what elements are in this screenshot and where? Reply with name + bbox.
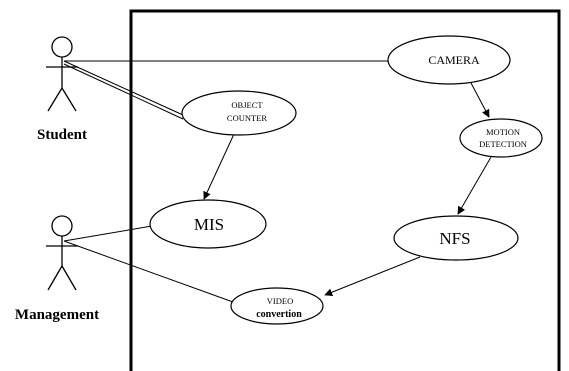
flow-arrows bbox=[203, 82, 492, 297]
management-mis-link bbox=[63, 225, 153, 242]
nfs-use-case bbox=[393, 215, 519, 261]
mis-use-case bbox=[149, 199, 267, 249]
management-label: Management bbox=[15, 307, 99, 323]
student-object-counter-link-2 bbox=[63, 63, 184, 120]
camera-label: CAMERA bbox=[428, 53, 480, 67]
object-counter-label-line1: OBJECT bbox=[231, 100, 263, 110]
motion-detection-use-case bbox=[459, 118, 543, 158]
camera-use-case bbox=[387, 35, 511, 85]
camera-to-motion-arrow bbox=[470, 82, 490, 118]
nfs-label: NFS bbox=[439, 229, 470, 248]
video-conversion-label-line2: convertion bbox=[256, 309, 302, 320]
object-counter-use-case bbox=[181, 90, 297, 136]
management-actor bbox=[46, 215, 78, 291]
video-conversion-use-case bbox=[230, 287, 324, 325]
object-counter-label-line2: COUNTER bbox=[227, 113, 267, 123]
system-boundary bbox=[129, 9, 561, 371]
video-conversion-label-line1: VIDEO bbox=[267, 296, 293, 306]
management-video-link bbox=[63, 240, 234, 303]
associations bbox=[63, 60, 388, 303]
student-actor bbox=[46, 36, 78, 112]
mis-label: MIS bbox=[194, 215, 224, 234]
student-object-counter-link bbox=[63, 60, 184, 116]
motion-detection-label-line2: DETECTION bbox=[479, 139, 527, 149]
motion-to-nfs-arrow bbox=[457, 156, 492, 215]
motion-detection-label-line1: MOTION bbox=[486, 127, 520, 137]
student-label: Student bbox=[37, 127, 87, 143]
object-counter-to-mis-arrow bbox=[203, 133, 235, 200]
nfs-to-video-arrow bbox=[324, 256, 421, 297]
